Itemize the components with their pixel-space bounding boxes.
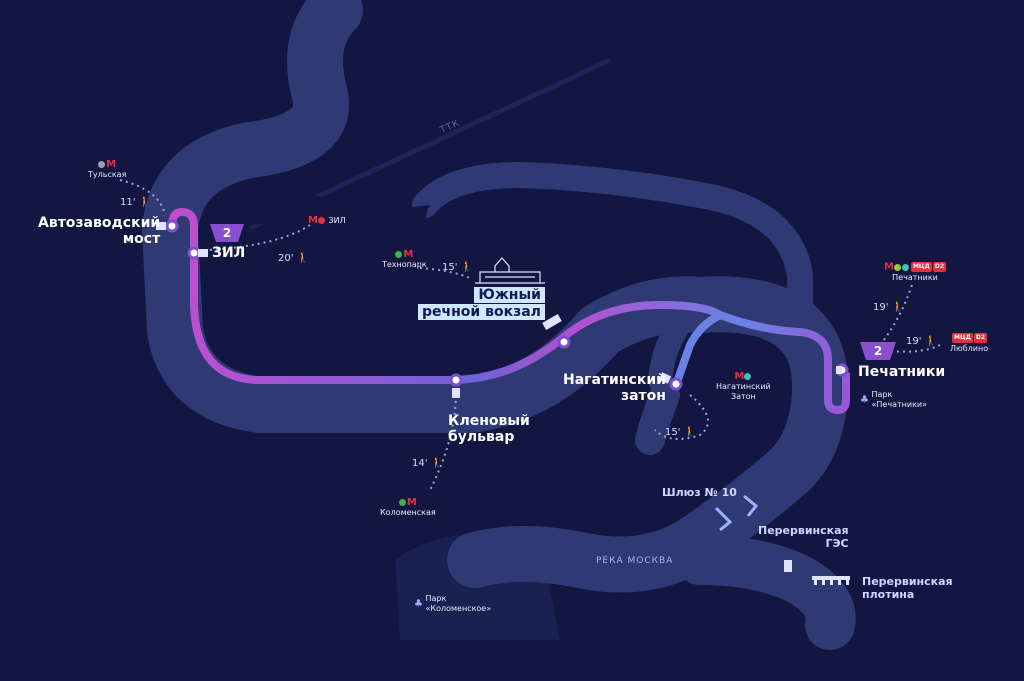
mcd-badge: МЦД <box>910 262 932 272</box>
mcd-d2-badge: D2 <box>973 333 988 343</box>
pier-marker-avtozavodsky[interactable] <box>165 219 179 233</box>
walking-person-icon: 🚶 <box>296 253 310 264</box>
walk-time-zil: 20' 🚶 <box>278 253 310 264</box>
metro-line-dot <box>744 373 752 380</box>
lock-gates-icon <box>714 494 759 532</box>
pier-label-avtozavodsky[interactable]: Автозаводский мост <box>38 215 161 247</box>
walking-person-icon: 🚶 <box>891 302 905 313</box>
route-number-badge-2: 2 <box>873 344 883 358</box>
pier-label-zil[interactable]: ЗИЛ <box>212 245 246 261</box>
walk-time-pechatniki: 19' 🚶 <box>873 302 905 313</box>
metro-line-dot <box>398 499 406 506</box>
ges-icon <box>784 560 792 572</box>
park-pechatniki-label: ♣ Парк «Печатники» <box>860 390 927 409</box>
river-label: РЕКА МОСКВА <box>596 556 674 566</box>
mck-dot <box>317 217 325 224</box>
tree-icon: ♣ <box>860 394 869 406</box>
route-number-badge-1: 2 <box>222 226 232 240</box>
lock-label: Шлюз № 10 <box>662 486 737 499</box>
mcd-badge: МЦД <box>952 333 973 343</box>
route-2-branch <box>672 311 724 389</box>
transfer-nagatinsky-zaton: М Нагатинский Затон <box>716 371 771 402</box>
metro-line-dot <box>901 263 909 271</box>
mcd-d2-badge: D2 <box>932 262 946 272</box>
walking-person-icon: 🚶 <box>430 458 444 469</box>
transfer-tekhnopark: М Технопарк <box>382 249 427 270</box>
route-2-line <box>168 208 850 414</box>
park-kolomenskoe-label: ♣ Парк «Коломенское» <box>414 594 492 613</box>
walking-person-icon: 🚶 <box>138 197 152 208</box>
pier-marker-nagatinsky[interactable] <box>669 377 683 391</box>
pier-marker-yuzhny[interactable] <box>557 335 571 349</box>
walking-person-icon: 🚶 <box>460 262 474 273</box>
transfer-zil: М ЗИЛ <box>308 215 346 226</box>
pier-label-yuzhny[interactable]: Южный речной вокзал <box>418 287 545 321</box>
walk-time-kolomenskaya: 14' 🚶 <box>412 458 444 469</box>
dam-label: Перервинская плотина <box>862 575 953 601</box>
pier-marker-zil[interactable] <box>187 246 201 260</box>
pier-label-klenovy[interactable]: Кленовый бульвар <box>448 413 530 445</box>
transfer-tulskaya: М Тульская <box>88 159 127 180</box>
pier-label-nagatinsky[interactable]: Нагатинский затон <box>563 372 666 404</box>
route-badge-shape-1 <box>210 224 244 242</box>
walking-person-icon: 🚶 <box>924 336 938 347</box>
pier-label-pechatniki[interactable]: Печатники <box>858 364 946 380</box>
pier-markers <box>165 219 849 391</box>
route-badge-shape-2 <box>860 342 896 360</box>
pier-label-yuzhny-line1: Южный <box>474 287 545 303</box>
metro-line-dot <box>893 263 901 271</box>
transfer-kolomenskaya: М Коломенская <box>380 497 436 518</box>
walk-time-nagatinsky-zaton: 15' 🚶 <box>665 427 697 438</box>
metro-line-dot <box>395 251 403 258</box>
pier-marker-klenovy[interactable] <box>449 373 463 387</box>
dam-icon <box>812 576 850 585</box>
walking-person-icon: 🚶 <box>683 427 697 438</box>
metro-line-dot <box>98 161 106 168</box>
ges-label: Перервинская ГЭС <box>758 524 849 550</box>
walk-time-tekhnopark: 15' 🚶 <box>442 262 474 273</box>
pier-label-yuzhny-line2: речной вокзал <box>418 304 545 320</box>
river-station-icon <box>475 257 545 284</box>
pier-docks <box>156 222 842 398</box>
tree-icon: ♣ <box>414 598 423 610</box>
walk-time-lyublino: 19' 🚶 <box>906 336 938 347</box>
walk-time-tulskaya: 11' 🚶 <box>120 197 152 208</box>
